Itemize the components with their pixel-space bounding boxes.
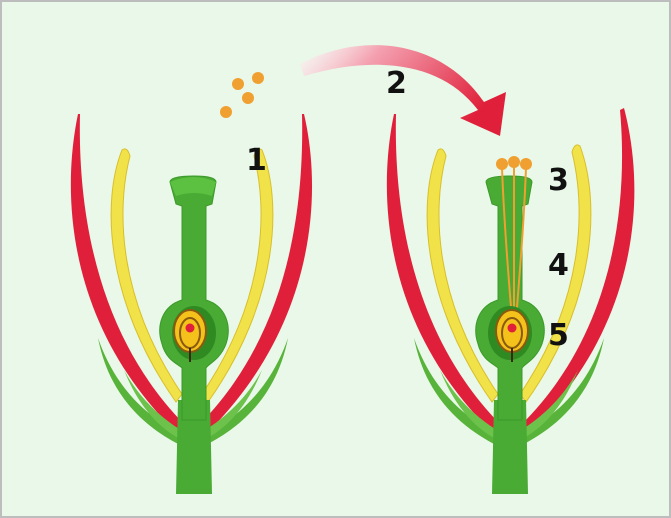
pollen-grain-on-stigma xyxy=(520,158,532,170)
label-step-3: 3 xyxy=(548,163,569,198)
label-step-5: 5 xyxy=(548,318,569,353)
label-step-2: 2 xyxy=(386,66,407,101)
pollen-grain-on-stigma xyxy=(508,156,520,168)
label-step-4: 4 xyxy=(548,248,569,283)
egg-cell xyxy=(508,324,517,333)
label-step-1: 1 xyxy=(246,143,267,178)
pollen-grain-on-stigma xyxy=(496,158,508,170)
egg-cell xyxy=(186,324,195,333)
